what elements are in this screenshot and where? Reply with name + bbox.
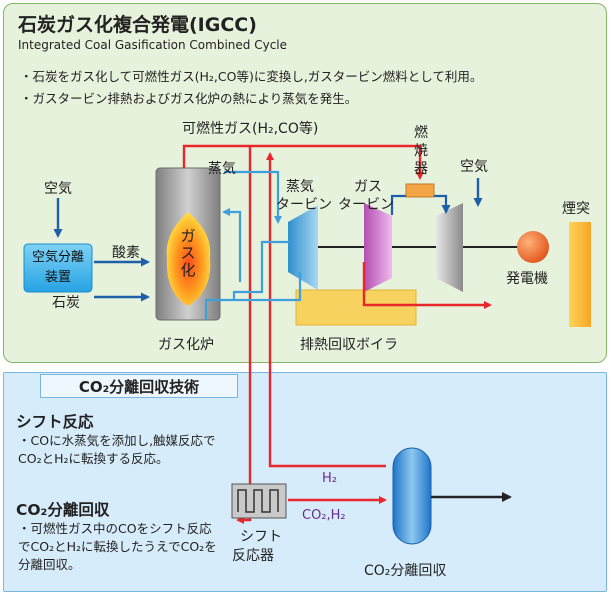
combustor-shape [405,183,435,198]
label-steam: 蒸気 [208,161,236,177]
co2-capture-panel [3,372,607,592]
asu-box [23,243,93,293]
stack-shape [569,222,591,327]
hrsg-box [295,289,417,326]
compressor-shape [436,203,463,292]
label-co2-separator: CO₂分離回収 [364,563,447,579]
label-steam-turbine-1: 蒸気 [286,179,314,195]
label-co2-h2: CO₂,H₂ [302,508,346,523]
generator-shape [517,231,549,263]
flow-exhaust [362,262,492,309]
flow-combustor-loop [390,194,406,215]
label-steam-turbine-2: タービン [276,197,332,213]
flow-fuel-gas [182,144,424,180]
label-air-right: 空気 [460,159,488,175]
label-coal: 石炭 [52,295,80,311]
bullet-2: ・ガスタービン排熱およびガス化炉の熱により蒸気を発生。 [20,91,358,106]
label-generator: 発電機 [506,271,548,287]
flow-steam-4 [222,208,242,282]
co2-tab: CO₂分離回収技術 [40,374,238,398]
label-shift-reactor-1: シフト [240,529,282,545]
gas-turbine-shape [364,203,392,292]
label-combustor: 燃焼器 [414,125,428,177]
label-stack: 煙突 [562,201,590,217]
flow-compressor-air [434,194,451,214]
label-gas-turbine-2: タービン [338,197,394,213]
label-gasifier: ガス化炉 [158,337,214,353]
shift-body: ・COに水蒸気を添加し,触媒反応でCO₂とH₂に転換する反応。 [18,433,216,466]
label-fuel-gas: 可燃性ガス(H₂,CO等) [182,121,319,137]
co2-separator-vessel [392,447,432,545]
separation-body: ・可燃性ガス中のCOをシフト反応でCO₂とH₂に転換したうえでCO₂を分離回収。 [18,521,217,572]
label-oxygen: 酸素 [112,245,140,261]
gasifier-flame [166,212,211,306]
page-subtitle: Integrated Coal Gasification Combined Cy… [18,38,288,52]
flow-h2-return [266,152,386,468]
label-air-left: 空気 [44,181,72,197]
label-shift-reactor-2: 反応器 [232,548,274,564]
flow-to-shift [236,146,252,524]
label-h2: H₂ [322,471,337,486]
page-title: 石炭ガス化複合発電(IGCC) [18,14,257,36]
bullet-1: ・石炭をガス化して可燃性ガス(H₂,CO等)に変換し,ガスタービン燃料として利用… [20,69,483,84]
label-asu-1: 空気分離 [31,250,84,265]
steam-turbine-shape [288,205,318,290]
shift-heading: シフト反応 [16,413,94,431]
shift-reactor-coil [237,489,279,513]
flow-steam-3 [204,272,302,320]
flow-steam-2 [232,240,290,300]
label-gasifier-inner: ガス化 [180,227,196,279]
flow-steam-1 [224,170,282,224]
separation-heading: CO₂分離回収 [16,501,110,519]
label-hrsg: 排熱回収ボイラ [300,337,398,353]
label-asu-2: 装置 [44,270,71,285]
label-gas-turbine-1: ガス [354,179,382,195]
